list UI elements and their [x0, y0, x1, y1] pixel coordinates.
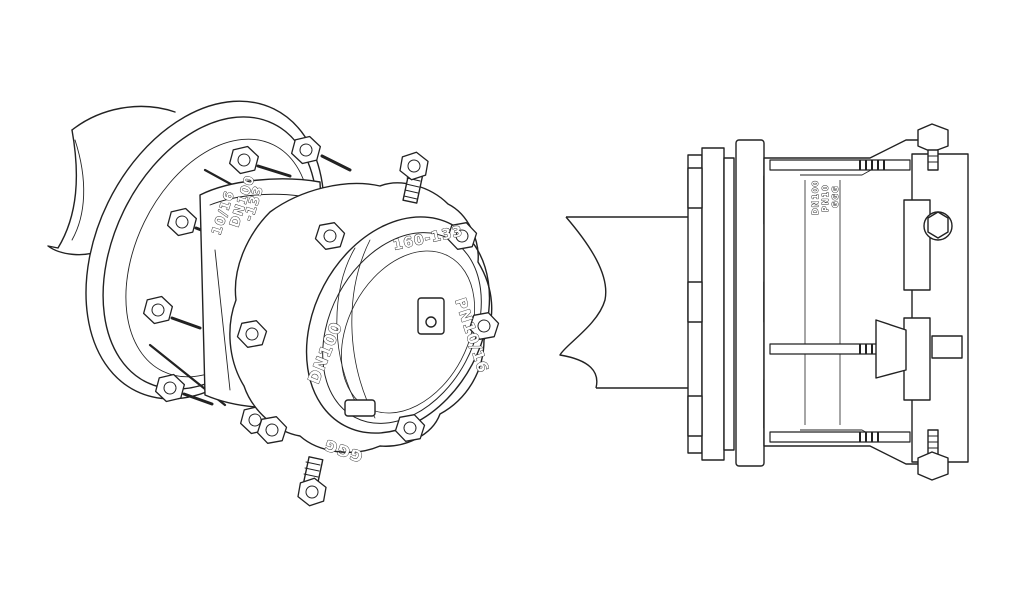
pipe-stub — [47, 105, 176, 256]
pipe-break — [559, 216, 700, 389]
front-clamp-ring — [229, 182, 493, 453]
side-label-1: PN10 — [821, 184, 830, 212]
set-screws — [296, 149, 430, 509]
side-markings: DN100 PN10 GGG — [811, 180, 841, 216]
side-bottom-screw — [917, 429, 949, 481]
side-top-screw — [917, 123, 949, 171]
side-view: DN100 PN10 GGG — [559, 123, 969, 481]
ring-bore-outer — [305, 216, 491, 434]
bottom-set-screw — [296, 456, 328, 509]
top-set-screw — [398, 149, 430, 204]
isometric-view: DN100 -133 10/16 — [47, 100, 502, 509]
side-sleeve — [763, 139, 931, 465]
side-clamp-ring — [875, 153, 969, 463]
side-label-0: DN100 — [811, 180, 820, 215]
side-label-2: GGG — [831, 185, 840, 208]
side-set-screws — [917, 123, 949, 481]
